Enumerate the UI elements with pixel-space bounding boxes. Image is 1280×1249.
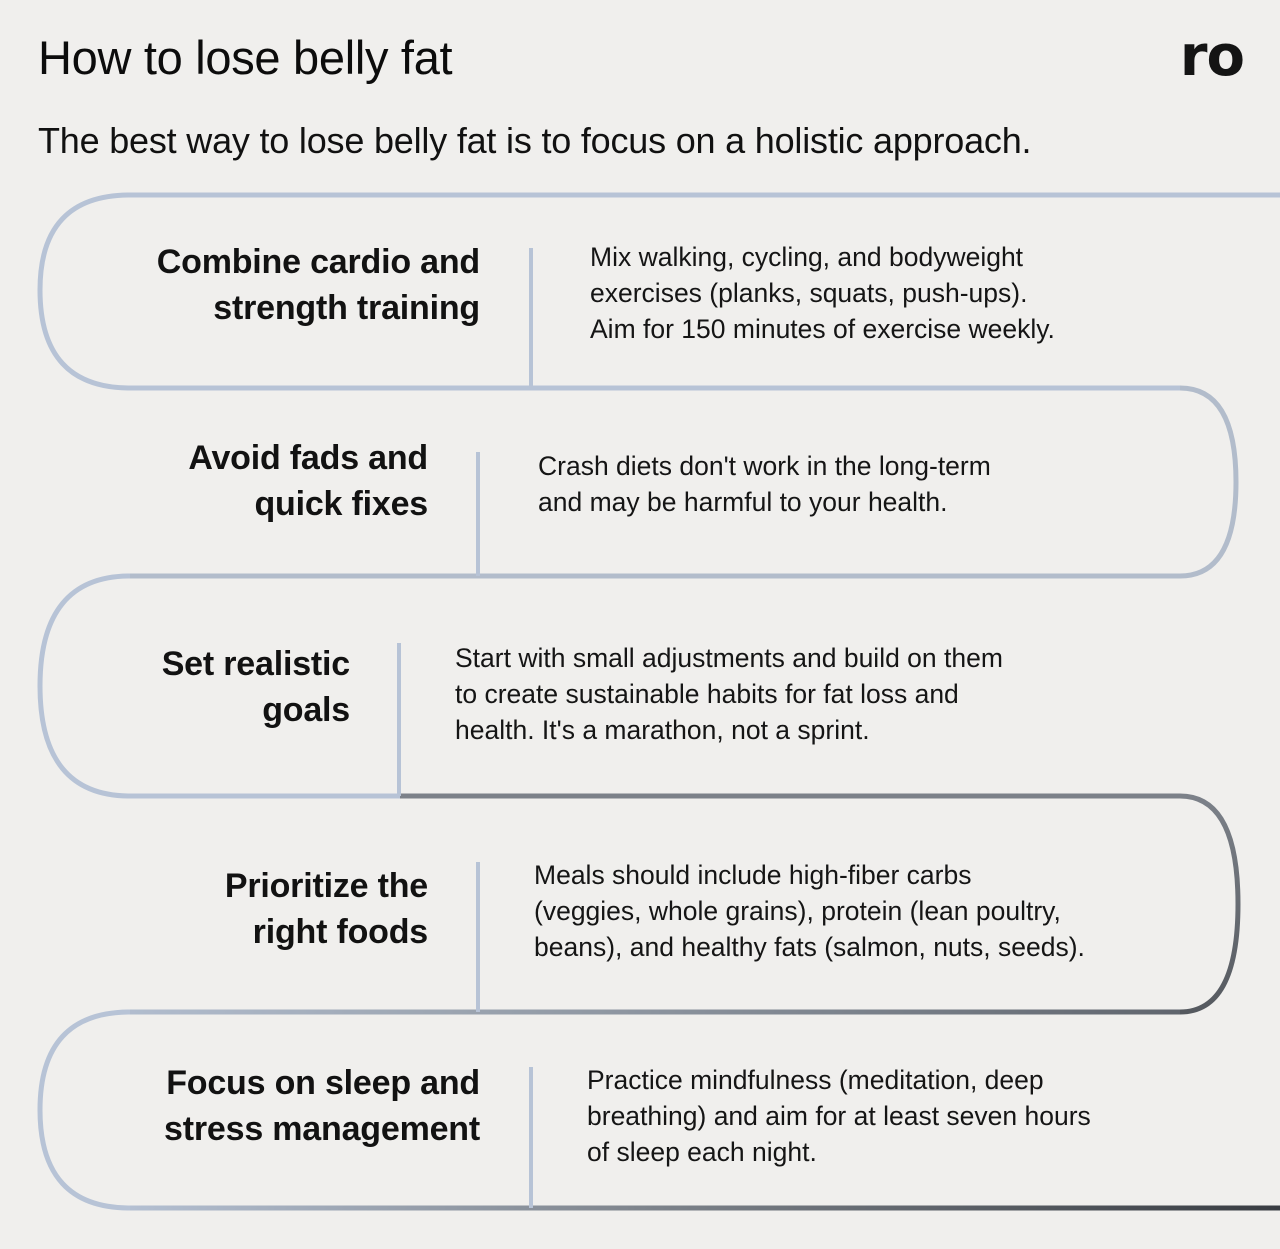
step-5-heading-line-2: stress management <box>164 1110 480 1148</box>
step-2-heading-line-2: quick fixes <box>254 485 428 523</box>
step-5-description: Practice mindfulness (meditation, deep b… <box>587 1062 1091 1170</box>
step-3-heading: Set realistic goals <box>10 641 350 733</box>
step-1-description-line: Mix walking, cycling, and bodyweight <box>590 242 1024 272</box>
step-1-heading-line-1: Combine cardio and <box>156 243 480 281</box>
step-3-heading-line-1: Set realistic <box>161 645 350 683</box>
step-3-description-line: to create sustainable habits for fat los… <box>455 679 959 709</box>
step-3-heading-line-2: goals <box>262 691 350 729</box>
step-1-description: Mix walking, cycling, and bodyweight exe… <box>590 239 1055 347</box>
step-3-description: Start with small adjustments and build o… <box>455 640 1003 748</box>
step-5-description-line: of sleep each night. <box>587 1137 817 1167</box>
step-1-description-line: exercises (planks, squats, push-ups). <box>590 278 1028 308</box>
step-3-description-line: health. It's a marathon, not a sprint. <box>455 715 870 745</box>
ro-logo: ro <box>1179 24 1245 89</box>
step-4-description: Meals should include high-fiber carbs (v… <box>534 857 1085 965</box>
step-2-description: Crash diets don't work in the long-term … <box>538 448 991 520</box>
step-5-heading: Focus on sleep and stress management <box>20 1060 480 1152</box>
step-2-heading: Avoid fads and quick fixes <box>28 435 428 527</box>
step-4-description-line: beans), and healthy fats (salmon, nuts, … <box>534 932 1085 962</box>
step-5-heading-line-1: Focus on sleep and <box>166 1064 480 1102</box>
path-segment-7 <box>37 1009 131 1211</box>
step-1-description-line: Aim for 150 minutes of exercise weekly. <box>590 314 1055 344</box>
path-segment-3 <box>37 573 400 799</box>
step-5-description-line: breathing) and aim for at least seven ho… <box>587 1101 1091 1131</box>
step-1-heading-line-2: strength training <box>213 289 480 327</box>
page-title: How to lose belly fat <box>38 31 453 84</box>
step-4-description-line: Meals should include high-fiber carbs <box>534 860 972 890</box>
path-segment-1 <box>37 192 1280 391</box>
page-subtitle: The best way to lose belly fat is to foc… <box>38 120 1032 161</box>
step-3-description-line: Start with small adjustments and build o… <box>455 643 1003 673</box>
path-segment-2 <box>130 385 1239 579</box>
path-segment-5 <box>1179 793 1241 1015</box>
step-4-description-line: (veggies, whole grains), protein (lean p… <box>534 896 1061 926</box>
step-2-heading-line-1: Avoid fads and <box>188 439 428 477</box>
step-4-heading-line-1: Prioritize the <box>224 867 428 905</box>
step-4-heading-line-2: right foods <box>252 913 429 951</box>
step-4-heading: Prioritize the right foods <box>28 863 428 955</box>
step-1-heading: Combine cardio and strength training <box>60 239 480 331</box>
step-5-description-line: Practice mindfulness (meditation, deep <box>587 1065 1044 1095</box>
step-2-description-line: and may be harmful to your health. <box>538 487 948 517</box>
step-2-description-line: Crash diets don't work in the long-term <box>538 451 991 481</box>
